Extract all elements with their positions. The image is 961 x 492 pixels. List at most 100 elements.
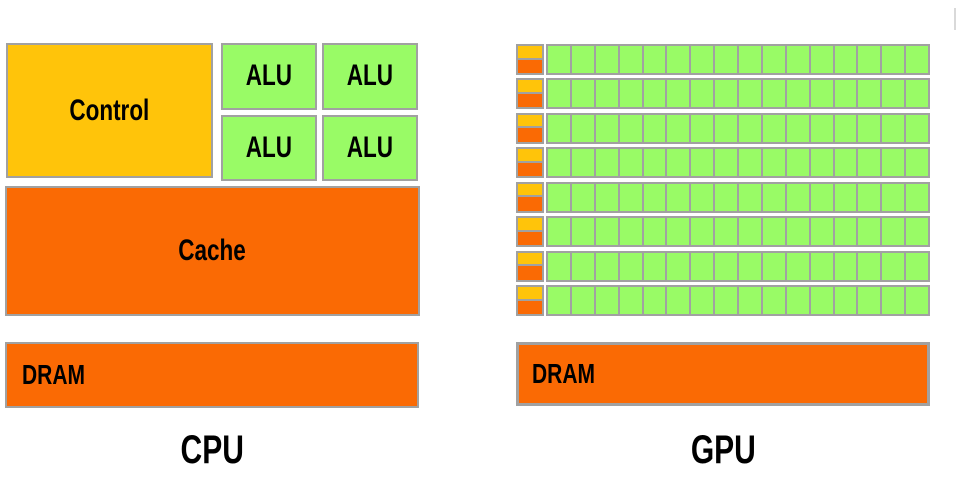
gpu-alu-cell (762, 252, 785, 280)
gpu-alu-cell (643, 286, 666, 314)
cpu-cache-label: Cache (178, 234, 247, 267)
gpu-alu-cell (548, 80, 570, 108)
gpu-alu-cell (643, 149, 666, 177)
gpu-alu-cell (858, 286, 881, 314)
gpu-alu-cell (834, 80, 857, 108)
gpu-alu-cell (786, 252, 809, 280)
gpu-alu-cell (834, 46, 857, 73)
gpu-alu-cell (739, 286, 761, 314)
gpu-row-cache-block (518, 231, 542, 246)
cpu-alu-label: ALU (346, 130, 394, 164)
gpu-alu-cell (595, 149, 618, 177)
gpu-alu-strip (546, 147, 930, 179)
gpu-row-control-cache-block (516, 284, 544, 316)
gpu-alu-cell (810, 286, 833, 314)
gpu-alu-cell (715, 149, 737, 177)
gpu-core-grid (516, 44, 930, 316)
gpu-alu-cell (786, 286, 809, 314)
gpu-alu-cell (667, 114, 690, 142)
gpu-alu-cell (667, 218, 690, 246)
gpu-alu-strip (546, 181, 930, 213)
gpu-alu-cell (715, 286, 737, 314)
gpu-alu-strip (546, 78, 930, 110)
gpu-alu-cell (882, 286, 905, 314)
gpu-alu-cell (643, 80, 666, 108)
gpu-alu-cell (834, 149, 857, 177)
gpu-alu-cell (786, 46, 809, 73)
gpu-row-control-block (518, 218, 542, 230)
gpu-alu-cell (548, 218, 570, 246)
gpu-alu-cell (834, 252, 857, 280)
gpu-alu-cell (906, 114, 928, 142)
gpu-alu-cell (739, 183, 761, 211)
gpu-alu-cell (739, 114, 761, 142)
gpu-alu-cell (571, 80, 594, 108)
gpu-row (516, 216, 930, 248)
gpu-alu-cell (571, 46, 594, 73)
gpu-alu-cell (691, 114, 714, 142)
gpu-row-control-block (518, 252, 542, 265)
gpu-alu-cell (786, 114, 809, 142)
gpu-row-control-block (518, 183, 542, 196)
gpu-alu-cell (619, 80, 642, 108)
gpu-row-control-cache-block (516, 147, 544, 179)
gpu-alu-cell (715, 80, 737, 108)
gpu-row-control-block (518, 149, 542, 161)
gpu-row-control-cache-block (516, 216, 544, 248)
cpu-control-label: Control (69, 93, 150, 127)
gpu-alu-cell (619, 218, 642, 246)
gpu-alu-cell (715, 46, 737, 73)
cpu-alu-box: ALU (221, 43, 317, 110)
cpu-title: CPU (180, 428, 245, 472)
gpu-alu-cell (858, 46, 881, 73)
gpu-row-control-block (518, 80, 542, 93)
gpu-alu-cell (715, 252, 737, 280)
cpu-alu-box: ALU (322, 43, 418, 110)
gpu-alu-cell (739, 46, 761, 73)
gpu-alu-cell (882, 80, 905, 108)
gpu-alu-cell (810, 218, 833, 246)
gpu-alu-cell (619, 46, 642, 73)
gpu-alu-cell (571, 286, 594, 314)
gpu-alu-cell (882, 218, 905, 246)
gpu-dram-box: DRAM (516, 342, 930, 406)
gpu-alu-cell (667, 149, 690, 177)
gpu-row-cache-block (518, 128, 542, 142)
gpu-row (516, 112, 930, 144)
gpu-row (516, 181, 930, 213)
gpu-alu-cell (906, 218, 928, 246)
cpu-alu-grid: ALU ALU ALU ALU (221, 43, 418, 181)
gpu-alu-cell (619, 114, 642, 142)
gpu-alu-cell (906, 46, 928, 73)
cpu-alu-box: ALU (221, 114, 317, 181)
gpu-alu-cell (643, 46, 666, 73)
gpu-alu-cell (834, 286, 857, 314)
gpu-alu-cell (571, 114, 594, 142)
gpu-row-control-cache-block (516, 112, 544, 144)
gpu-alu-cell (548, 183, 570, 211)
cpu-dram-label: DRAM (22, 359, 85, 390)
gpu-alu-cell (810, 46, 833, 73)
gpu-alu-strip (546, 44, 930, 75)
gpu-alu-cell (595, 46, 618, 73)
gpu-row (516, 250, 930, 282)
gpu-alu-cell (691, 286, 714, 314)
gpu-row-cache-block (518, 162, 542, 177)
gpu-alu-cell (858, 252, 881, 280)
gpu-alu-cell (882, 252, 905, 280)
gpu-alu-cell (691, 183, 714, 211)
gpu-alu-cell (715, 114, 737, 142)
gpu-alu-cell (667, 252, 690, 280)
gpu-row-cache-block (518, 300, 542, 314)
gpu-alu-cell (643, 114, 666, 142)
gpu-alu-cell (571, 218, 594, 246)
cpu-alu-label: ALU (346, 59, 394, 93)
gpu-alu-cell (810, 80, 833, 108)
gpu-row-control-cache-block (516, 250, 544, 282)
gpu-alu-strip (546, 284, 930, 316)
gpu-alu-cell (548, 286, 570, 314)
gpu-alu-cell (667, 46, 690, 73)
cpu-control-box: Control (6, 43, 213, 178)
gpu-alu-cell (810, 252, 833, 280)
